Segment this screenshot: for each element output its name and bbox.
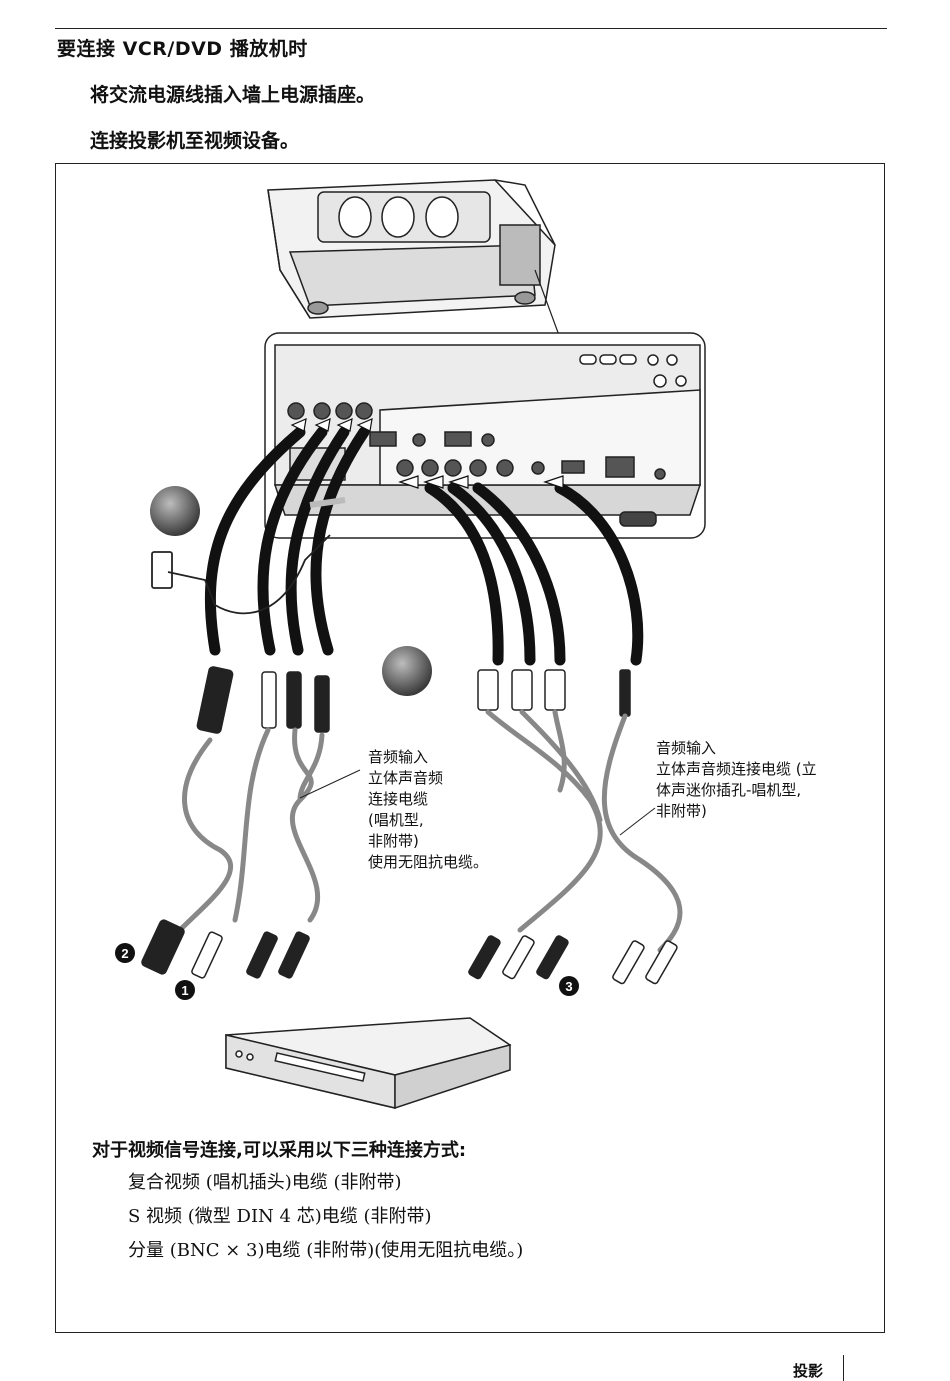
projector-illustration	[268, 180, 555, 318]
note-component: 分量 (BNC × 3)电缆 (非附带)(使用无阻抗电缆。)	[128, 1236, 523, 1262]
step-2-marker-icon	[382, 646, 432, 696]
notes-title: 对于视频信号连接,可以采用以下三种连接方式:	[92, 1136, 466, 1162]
step-1-marker-icon	[150, 486, 200, 536]
callout-3: 3	[565, 979, 572, 994]
audio-cable-label-right: 音频输入 立体声音频连接电缆 (立 体声迷你插孔-唱机型, 非附带)	[656, 738, 817, 822]
audio-cable-label-left: 音频输入 立体声音频 连接电缆 (唱机型, 非附带) 使用无阻抗电缆。	[368, 747, 488, 873]
callout-1: 1	[181, 983, 188, 998]
vcr-dvd-player-illustration	[226, 1018, 510, 1108]
leader-line-right	[620, 808, 655, 835]
note-s-video: S 视频 (微型 DIN 4 芯)电缆 (非附带)	[128, 1202, 432, 1228]
cable-plugs-lower	[141, 919, 678, 985]
note-composite: 复合视频 (唱机插头)电缆 (非附带)	[128, 1168, 402, 1194]
callout-2: 2	[121, 946, 128, 961]
footer-bar	[843, 1355, 844, 1381]
footer-section-label: 投影	[793, 1360, 823, 1381]
